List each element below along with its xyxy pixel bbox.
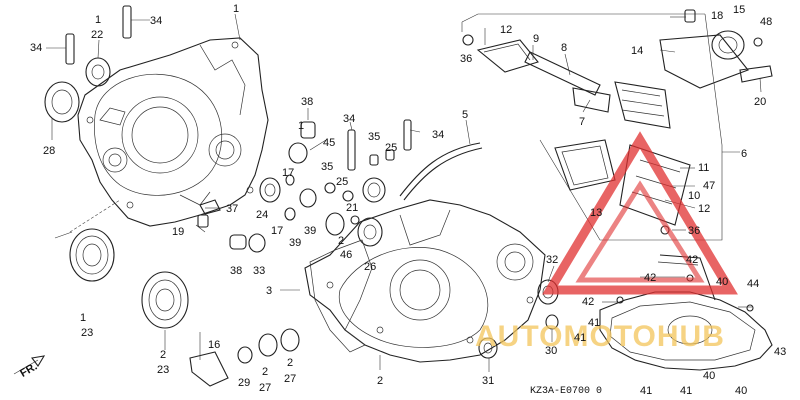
callout-43: 43 [774, 346, 786, 358]
callout-24: 24 [256, 209, 268, 221]
callout-27: 27 [259, 382, 271, 394]
callout-17: 17 [282, 167, 294, 179]
watermark: AUTOMOTOHUB [475, 131, 738, 353]
callout-15: 15 [733, 4, 745, 16]
callout-5: 5 [462, 109, 468, 121]
callout-21: 21 [346, 202, 358, 214]
callout-40: 40 [703, 370, 715, 382]
callout-36: 36 [688, 225, 700, 237]
callout-26: 26 [364, 261, 376, 273]
callout-11: 11 [698, 162, 709, 174]
callout-35: 35 [368, 131, 380, 143]
callout-42: 42 [686, 254, 698, 266]
group-bracket [461, 13, 740, 241]
callout-2: 2 [377, 375, 383, 387]
diagram-code: KZ3A-E0700 0 [530, 386, 602, 397]
callout-41: 41 [680, 385, 692, 397]
callout-41: 41 [640, 385, 652, 397]
callout-2: 2 [287, 357, 293, 369]
callout-39: 39 [304, 225, 316, 237]
callout-13: 13 [590, 207, 602, 219]
callout-1: 1 [95, 14, 101, 26]
callout-23: 23 [157, 364, 169, 376]
callout-35: 35 [321, 161, 333, 173]
callout-38: 38 [301, 96, 313, 108]
callout-3: 3 [266, 285, 272, 297]
callout-40: 40 [716, 276, 728, 288]
callout-34: 34 [30, 42, 42, 54]
callout-46: 46 [340, 249, 352, 261]
middle-small-parts [197, 119, 412, 253]
callout-37: 37 [226, 203, 238, 215]
main-bearing-left [54, 199, 121, 282]
callout-45: 45 [323, 137, 335, 149]
callout-23: 23 [81, 327, 93, 339]
callout-12: 12 [500, 24, 512, 36]
callout-14: 14 [631, 45, 643, 57]
crankcase-gasket [309, 239, 373, 353]
left-crankcase-drawing [77, 37, 269, 227]
bottom-small-parts [13, 328, 300, 387]
callout-8: 8 [561, 42, 567, 54]
breather-tube [399, 142, 483, 201]
callout-10: 10 [688, 190, 700, 202]
callout-44: 44 [747, 278, 759, 290]
main-bearing-right [141, 271, 189, 329]
callout-34: 34 [343, 113, 355, 125]
callout-1: 1 [233, 3, 239, 15]
callout-29: 29 [238, 377, 250, 389]
callout-9: 9 [533, 33, 539, 45]
callout-1: 1 [80, 312, 86, 324]
callout-12: 12 [698, 203, 710, 215]
callout-40: 40 [735, 385, 747, 397]
callout-27: 27 [284, 373, 296, 385]
callout-25: 25 [336, 176, 348, 188]
callout-2: 2 [262, 366, 268, 378]
callout-labels: 1 1 22 34 34 28 38 1 45 34 34 5 35 25 35… [30, 3, 786, 397]
callout-28: 28 [43, 145, 55, 157]
callout-36: 36 [460, 53, 472, 65]
callout-33: 33 [253, 265, 265, 277]
callout-42: 42 [582, 296, 594, 308]
callout-2: 2 [160, 349, 166, 361]
callout-20: 20 [754, 96, 766, 108]
callout-39: 39 [289, 237, 301, 249]
callout-31: 31 [482, 375, 494, 387]
callout-41: 41 [588, 317, 600, 329]
callout-6: 6 [741, 148, 747, 160]
callout-25: 25 [385, 142, 397, 154]
callout-41: 41 [574, 332, 586, 344]
callout-38: 38 [230, 265, 242, 277]
leader-lines [46, 13, 762, 372]
callout-17: 17 [271, 225, 283, 237]
callout-22: 22 [91, 29, 103, 41]
watermark-text: AUTOMOTOHUB [475, 320, 725, 353]
callout-18: 18 [711, 10, 723, 22]
callout-30: 30 [545, 345, 557, 357]
callout-34: 34 [432, 129, 444, 141]
callout-2: 2 [338, 235, 344, 247]
reed-valve-group [462, 9, 773, 235]
upper-left-parts [44, 5, 132, 123]
callout-47: 47 [703, 180, 715, 192]
callout-7: 7 [579, 116, 585, 128]
callout-48: 48 [760, 16, 772, 28]
callout-19: 19 [172, 226, 184, 238]
callout-42: 42 [644, 272, 656, 284]
callout-34: 34 [150, 15, 162, 27]
callout-32: 32 [546, 254, 558, 266]
callout-1: 1 [298, 120, 304, 132]
callout-16: 16 [208, 339, 220, 351]
